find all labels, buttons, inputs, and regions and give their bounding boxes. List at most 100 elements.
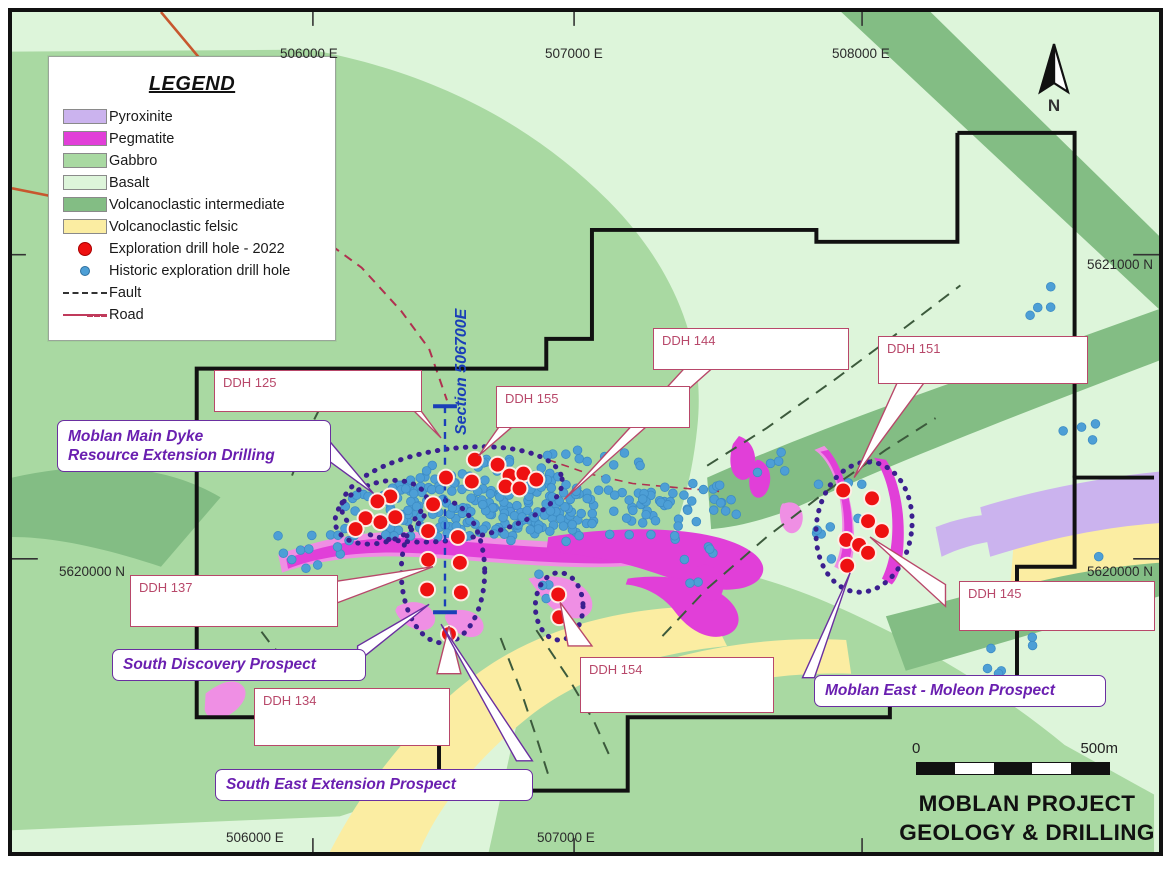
drill-hole-2022[interactable] [373,515,388,530]
historic-drill-hole[interactable] [604,529,615,540]
historic-drill-hole[interactable] [609,506,619,517]
drill-hole-2022[interactable] [865,491,879,506]
historic-drill-hole[interactable] [312,560,323,570]
historic-drill-hole[interactable] [641,509,651,520]
historic-drill-hole[interactable] [558,521,569,531]
historic-drill-hole[interactable] [1058,426,1068,436]
prospect-callout-box[interactable]: South Discovery Prospect [112,649,366,681]
historic-drill-hole[interactable] [982,663,993,674]
historic-drill-hole[interactable] [561,449,571,459]
historic-drill-hole[interactable] [688,478,698,489]
historic-drill-hole[interactable] [752,467,763,478]
historic-drill-hole[interactable] [609,490,620,500]
historic-drill-hole[interactable] [466,493,476,503]
ddh-callout-box[interactable]: DDH 125 [214,370,422,412]
historic-drill-hole[interactable] [546,483,557,493]
historic-drill-hole[interactable] [301,563,311,574]
drill-hole-2022[interactable] [421,552,436,567]
ddh-callout-box[interactable]: DDH 137 [130,575,338,627]
prospect-callout-box[interactable]: Moblan East - Moleon Prospect [814,675,1106,707]
historic-drill-hole[interactable] [682,505,693,516]
historic-drill-hole[interactable] [663,500,673,510]
historic-drill-hole[interactable] [545,526,555,537]
historic-drill-hole[interactable] [685,578,695,588]
drill-hole-2022[interactable] [516,466,531,481]
historic-drill-hole[interactable] [278,548,289,559]
historic-drill-hole[interactable] [637,518,648,528]
historic-drill-hole[interactable] [587,508,598,519]
drill-hole-2022[interactable] [529,472,544,487]
historic-drill-hole[interactable] [286,554,297,565]
drill-hole-2022[interactable] [421,524,436,538]
historic-drill-hole[interactable] [857,479,867,489]
drill-hole-2022[interactable] [498,479,513,494]
historic-drill-hole[interactable] [669,531,680,541]
drill-hole-2022[interactable] [512,481,527,496]
historic-drill-hole[interactable] [1045,282,1056,292]
ddh-callout-box[interactable]: DDH 145 [959,581,1155,631]
historic-drill-hole[interactable] [1093,551,1104,562]
ddh-callout-box[interactable]: DDH 155 [496,386,690,428]
historic-drill-hole[interactable] [720,506,731,516]
historic-drill-hole[interactable] [826,554,837,564]
historic-drill-hole[interactable] [637,494,648,504]
drill-hole-2022[interactable] [490,457,505,472]
historic-drill-hole[interactable] [986,643,996,654]
historic-drill-hole[interactable] [525,525,536,535]
drill-hole-2022[interactable] [358,511,373,526]
historic-drill-hole[interactable] [457,469,468,479]
historic-drill-hole[interactable] [304,544,314,554]
drill-hole-2022[interactable] [840,558,855,573]
historic-drill-hole[interactable] [601,474,611,484]
ddh-callout-box[interactable]: DDH 134 [254,688,450,746]
historic-drill-hole[interactable] [545,506,556,516]
historic-drill-hole[interactable] [534,569,544,579]
drill-hole-2022[interactable] [453,585,468,600]
historic-drill-hole[interactable] [485,489,496,499]
historic-drill-hole[interactable] [512,500,522,511]
historic-drill-hole[interactable] [1090,419,1101,429]
drill-hole-2022[interactable] [420,582,435,597]
historic-drill-hole[interactable] [624,529,634,540]
historic-drill-hole[interactable] [447,486,457,496]
historic-drill-hole[interactable] [679,554,690,565]
historic-drill-hole[interactable] [593,485,604,495]
historic-drill-hole[interactable] [686,496,697,506]
historic-drill-hole[interactable] [1045,302,1056,312]
drill-hole-2022[interactable] [861,514,875,529]
historic-drill-hole[interactable] [576,508,586,519]
drill-hole-2022[interactable] [464,474,479,489]
historic-drill-hole[interactable] [522,505,532,516]
historic-drill-hole[interactable] [409,488,419,499]
historic-drill-hole[interactable] [411,501,422,512]
historic-drill-hole[interactable] [332,542,343,552]
historic-drill-hole[interactable] [704,544,715,554]
historic-drill-hole[interactable] [603,485,614,495]
historic-drill-hole[interactable] [403,505,413,516]
prospect-callout-box[interactable]: South East Extension Prospect [215,769,533,801]
ddh-callout-box[interactable]: DDH 144 [653,328,849,370]
historic-drill-hole[interactable] [400,484,411,494]
historic-drill-hole[interactable] [478,499,488,510]
historic-drill-hole[interactable] [560,502,570,512]
historic-drill-hole[interactable] [582,493,592,504]
historic-drill-hole[interactable] [619,448,630,458]
drill-hole-2022[interactable] [452,555,467,570]
historic-drill-hole[interactable] [273,531,283,541]
drill-hole-2022[interactable] [388,510,403,525]
historic-drill-hole[interactable] [574,530,584,541]
drill-hole-2022[interactable] [383,489,398,504]
historic-drill-hole[interactable] [698,484,709,495]
historic-drill-hole[interactable] [635,460,645,471]
drill-hole-2022[interactable] [426,497,441,512]
historic-drill-hole[interactable] [779,466,790,476]
historic-drill-hole[interactable] [650,515,661,526]
historic-drill-hole[interactable] [679,490,689,500]
historic-drill-hole[interactable] [660,482,670,493]
ddh-callout-box[interactable]: DDH 154 [580,657,774,713]
historic-drill-hole[interactable] [608,460,619,470]
historic-drill-hole[interactable] [561,479,571,490]
historic-drill-hole[interactable] [498,512,508,523]
historic-drill-hole[interactable] [715,498,726,508]
historic-drill-hole[interactable] [587,518,597,529]
